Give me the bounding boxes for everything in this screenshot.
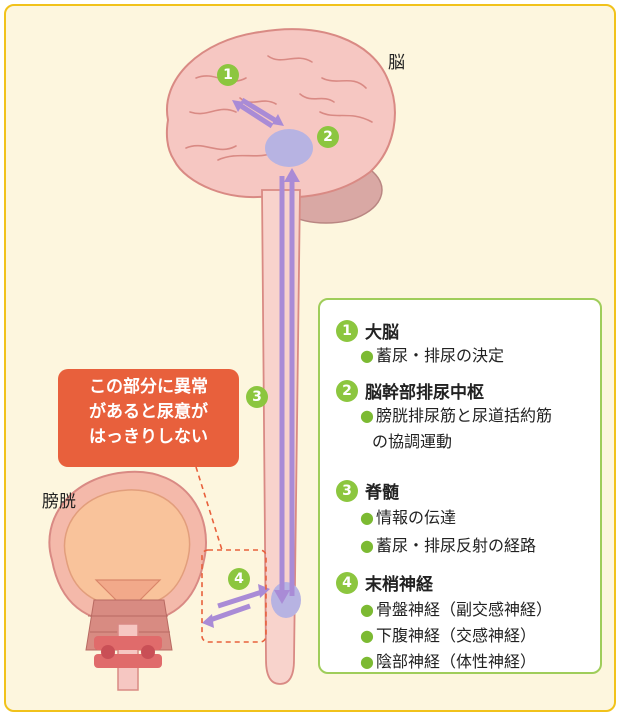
marker-4: 4 [228, 568, 250, 590]
legend-item: ●情報の伝達 [360, 508, 456, 527]
legend-item: ●膀胱排尿筋と尿道括約筋 [360, 406, 552, 425]
callout-line: はっきりしない [89, 427, 208, 447]
marker-3: 3 [246, 386, 268, 408]
marker-2: 2 [317, 126, 339, 148]
legend-item: ●蓄尿・排尿反射の経路 [360, 536, 536, 555]
legend-section-title: 3 脊髄 [336, 478, 399, 503]
brainstem-node [265, 129, 313, 167]
brain-folds [185, 55, 373, 161]
legend-section-title: 1 大脳 [336, 318, 399, 343]
legend-title: 大脳 [365, 323, 399, 343]
legend-marker: 1 [336, 319, 358, 342]
marker-1: 1 [217, 64, 239, 86]
spinal-node [271, 582, 301, 618]
legend-marker: 2 [336, 379, 358, 402]
legend-item: の協調運動 [372, 432, 453, 451]
callout-warning: この部分に異常 があると尿意が はっきりしない [58, 369, 239, 467]
callout-line: があると尿意が [89, 402, 208, 422]
bladder-illustration [48, 470, 207, 691]
legend-section-title: 2 脳幹部排尿中枢 [336, 378, 484, 403]
legend-title: 脊髄 [365, 483, 399, 503]
callout-line: この部分に異常 [89, 377, 208, 397]
legend-item: ●陰部神経（体性神経） [360, 652, 536, 671]
legend-item: ●蓄尿・排尿の決定 [360, 346, 504, 365]
legend-item: ●骨盤神経（副交感神経） [360, 600, 552, 619]
legend-marker: 4 [336, 571, 358, 594]
legend-item: ●下腹神経（交感神経） [360, 626, 536, 645]
brain-label: 脳 [388, 53, 405, 73]
legend-title: 脳幹部排尿中枢 [365, 383, 484, 403]
legend-marker: 3 [336, 479, 358, 502]
callout-connector [195, 466, 223, 551]
problem-area-box [201, 549, 267, 643]
legend-panel: 1 大脳 ●蓄尿・排尿の決定 2 脳幹部排尿中枢 ●膀胱排尿筋と尿道括約筋 の協… [318, 298, 602, 674]
legend-section-title: 4 末梢神経 [336, 570, 433, 595]
nerve-arrows [202, 97, 300, 628]
legend-title: 末梢神経 [365, 575, 433, 595]
bladder-label: 膀胱 [42, 492, 76, 512]
